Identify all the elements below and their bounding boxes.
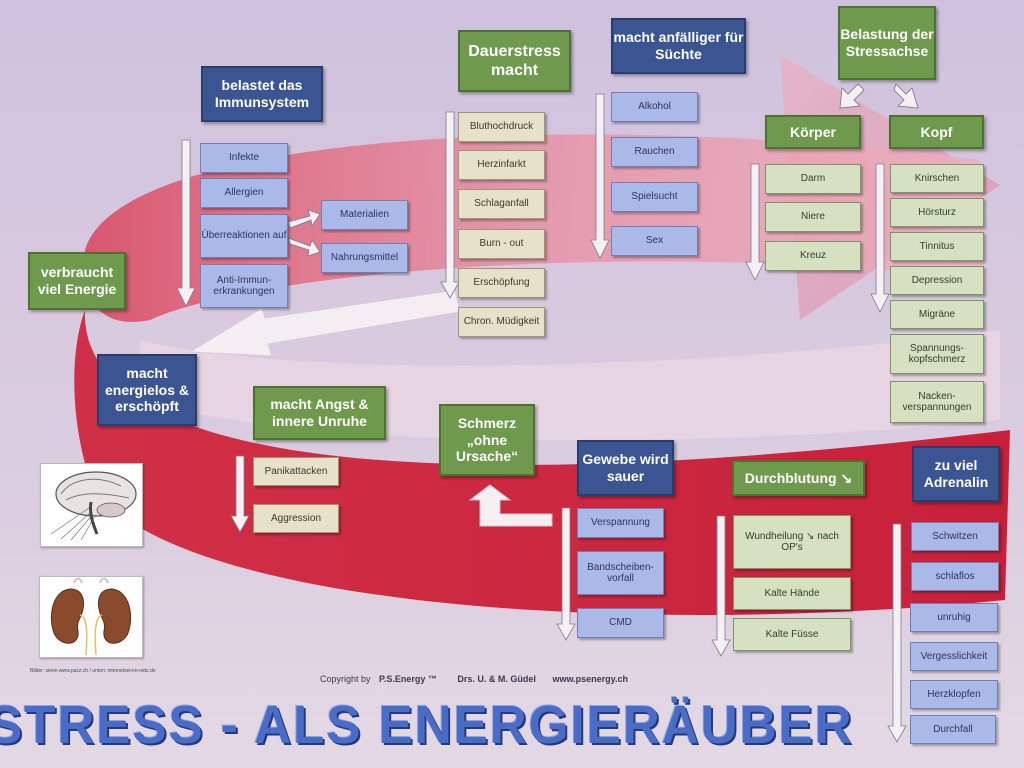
item-spielsucht: Spielsucht bbox=[611, 182, 698, 212]
arrow-dauerstress bbox=[440, 111, 460, 299]
item-erschoepfung: Erschöpfung bbox=[458, 268, 545, 298]
item-migraene: Migräne bbox=[890, 300, 984, 329]
item-anti-immun: Anti-Immun-erkrankungen bbox=[200, 264, 288, 308]
item-herzinfarkt: Herzinfarkt bbox=[458, 150, 545, 180]
header-adrenalin: zu viel Adrenalin bbox=[912, 446, 1000, 502]
item-bluthochdruck: Bluthochdruck bbox=[458, 112, 545, 142]
header-energie: verbraucht viel Energie bbox=[28, 252, 126, 310]
item-verspannung: Verspannung bbox=[577, 508, 664, 538]
item-vergesslich: Vergesslichkeit bbox=[910, 642, 998, 671]
item-ueberreaktionen: Überreaktionen auf bbox=[200, 214, 288, 258]
upper-band bbox=[84, 134, 985, 322]
item-haende: Kalte Hände bbox=[733, 577, 851, 610]
item-schwitzen: Schwitzen bbox=[911, 522, 999, 551]
item-herzklopfen: Herzklopfen bbox=[910, 680, 998, 709]
item-spannungskopf: Spannungs-kopfschmerz bbox=[890, 334, 984, 374]
copyright-prefix: Copyright by bbox=[320, 674, 371, 684]
item-schlaflos: schlaflos bbox=[911, 562, 999, 591]
arrow-durchblutung bbox=[711, 515, 731, 657]
item-cmd: CMD bbox=[577, 608, 664, 638]
copyright-line: Copyright by P.S.Energy ™ Drs. U. & M. G… bbox=[320, 674, 628, 684]
arrow-gewebe bbox=[556, 507, 576, 641]
item-panik: Panikattacken bbox=[253, 457, 339, 486]
copyright-authors: Drs. U. & M. Güdel bbox=[457, 674, 536, 684]
header-energielos: macht energielos & erschöpft bbox=[97, 354, 197, 426]
arrow-to-materialien bbox=[287, 209, 321, 229]
item-unruhig: unruhig bbox=[910, 603, 998, 632]
item-darm: Darm bbox=[765, 164, 861, 194]
copyright-company: P.S.Energy ™ bbox=[379, 674, 437, 684]
header-angst: macht Angst & innere Unruhe bbox=[253, 386, 386, 440]
item-nacken: Nacken-verspannungen bbox=[890, 381, 984, 423]
header-immunsystem: belastet das Immunsystem bbox=[201, 66, 323, 122]
item-durchfall: Durchfall bbox=[910, 715, 996, 744]
poster-title: STRESS - ALS ENERGIERÄUBER bbox=[0, 695, 854, 755]
item-hoersturz: Hörsturz bbox=[890, 198, 984, 227]
arrow-adrenalin bbox=[887, 523, 907, 743]
item-schlaganfall: Schlaganfall bbox=[458, 189, 545, 219]
header-suechte: macht anfälliger für Süchte bbox=[611, 18, 746, 74]
arrow-angst bbox=[230, 455, 250, 533]
item-fuesse: Kalte Füsse bbox=[733, 618, 851, 651]
image-credit: Bilder: sieen www.pazz.ch / unten: inter… bbox=[30, 668, 156, 674]
copyright-url: www.psenergy.ch bbox=[552, 674, 628, 684]
brain-anatomy-icon bbox=[40, 463, 143, 547]
item-niere: Niere bbox=[765, 202, 861, 232]
arrow-koerper bbox=[745, 163, 765, 281]
kidneys-icon bbox=[39, 576, 143, 658]
arrow-to-kopf bbox=[893, 83, 919, 109]
arrow-kopf bbox=[870, 163, 890, 313]
arrow-to-nahrungsmittel bbox=[287, 237, 321, 257]
header-belastung: Belastung der Stressachse bbox=[838, 6, 936, 80]
item-depression: Depression bbox=[890, 266, 984, 295]
item-knirschen: Knirschen bbox=[890, 164, 984, 193]
header-kopf: Kopf bbox=[889, 115, 984, 149]
item-aggression: Aggression bbox=[253, 504, 339, 533]
header-gewebe: Gewebe wird sauer bbox=[577, 440, 674, 496]
item-muedigkeit: Chron. Müdigkeit bbox=[458, 307, 545, 337]
arrow-suechte bbox=[590, 93, 610, 259]
item-rauchen: Rauchen bbox=[611, 137, 698, 167]
item-materialien: Materialien bbox=[321, 200, 408, 230]
arrow-to-koerper bbox=[839, 83, 865, 109]
header-schmerz: Schmerz „ohne Ursache“ bbox=[439, 404, 535, 476]
item-burnout: Burn - out bbox=[458, 229, 545, 259]
item-wundheilung: Wundheilung ↘ nach OP's bbox=[733, 515, 851, 569]
white-arrow-energielos bbox=[188, 289, 461, 357]
item-sex: Sex bbox=[611, 226, 698, 256]
item-nahrungsmittel: Nahrungsmittel bbox=[321, 243, 408, 273]
item-infekte: Infekte bbox=[200, 143, 288, 173]
item-tinnitus: Tinnitus bbox=[890, 232, 984, 261]
header-koerper: Körper bbox=[765, 115, 861, 149]
item-allergien: Allergien bbox=[200, 178, 288, 208]
item-bandscheiben: Bandscheiben-vorfall bbox=[577, 551, 664, 595]
arrow-immun bbox=[176, 139, 196, 307]
item-alkohol: Alkohol bbox=[611, 92, 698, 122]
item-kreuz: Kreuz bbox=[765, 241, 861, 271]
header-dauerstress: Dauerstress macht bbox=[458, 30, 571, 92]
white-arrow-schmerz bbox=[468, 484, 553, 527]
header-durchblutung: Durchblutung ↘ bbox=[732, 460, 865, 496]
